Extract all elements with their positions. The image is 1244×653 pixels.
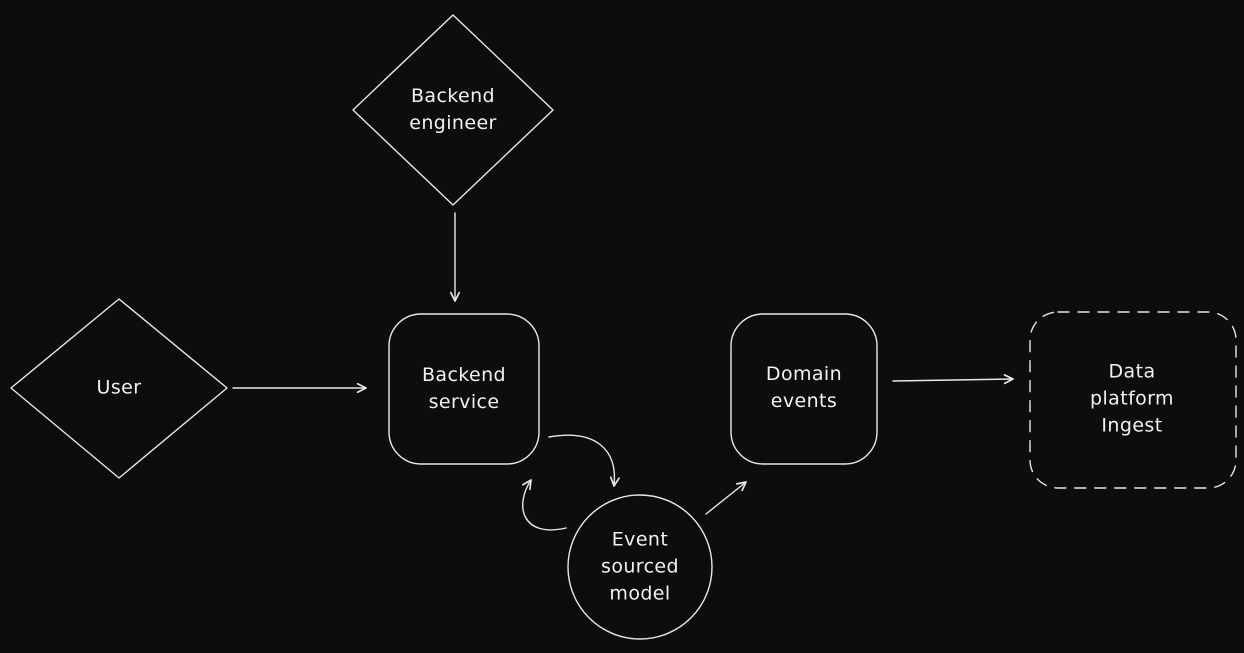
edge-backend-service-to-event-sourced-model[interactable] xyxy=(548,434,620,487)
edge-domain-events-to-data-platform-ingest[interactable] xyxy=(892,374,1014,385)
event-sourced-model-node-shape[interactable] xyxy=(567,494,713,640)
user-node-shape[interactable] xyxy=(10,298,228,479)
edge-event-sourced-model-to-backend-service[interactable] xyxy=(522,479,567,531)
edge-event-sourced-model-to-domain-events[interactable] xyxy=(705,481,747,515)
backend-service-node-shape[interactable] xyxy=(388,313,540,465)
backend-engineer-node-shape[interactable] xyxy=(352,14,554,206)
data-platform-ingest-node-shape[interactable] xyxy=(1029,311,1237,489)
domain-events-node-shape[interactable] xyxy=(730,313,878,465)
